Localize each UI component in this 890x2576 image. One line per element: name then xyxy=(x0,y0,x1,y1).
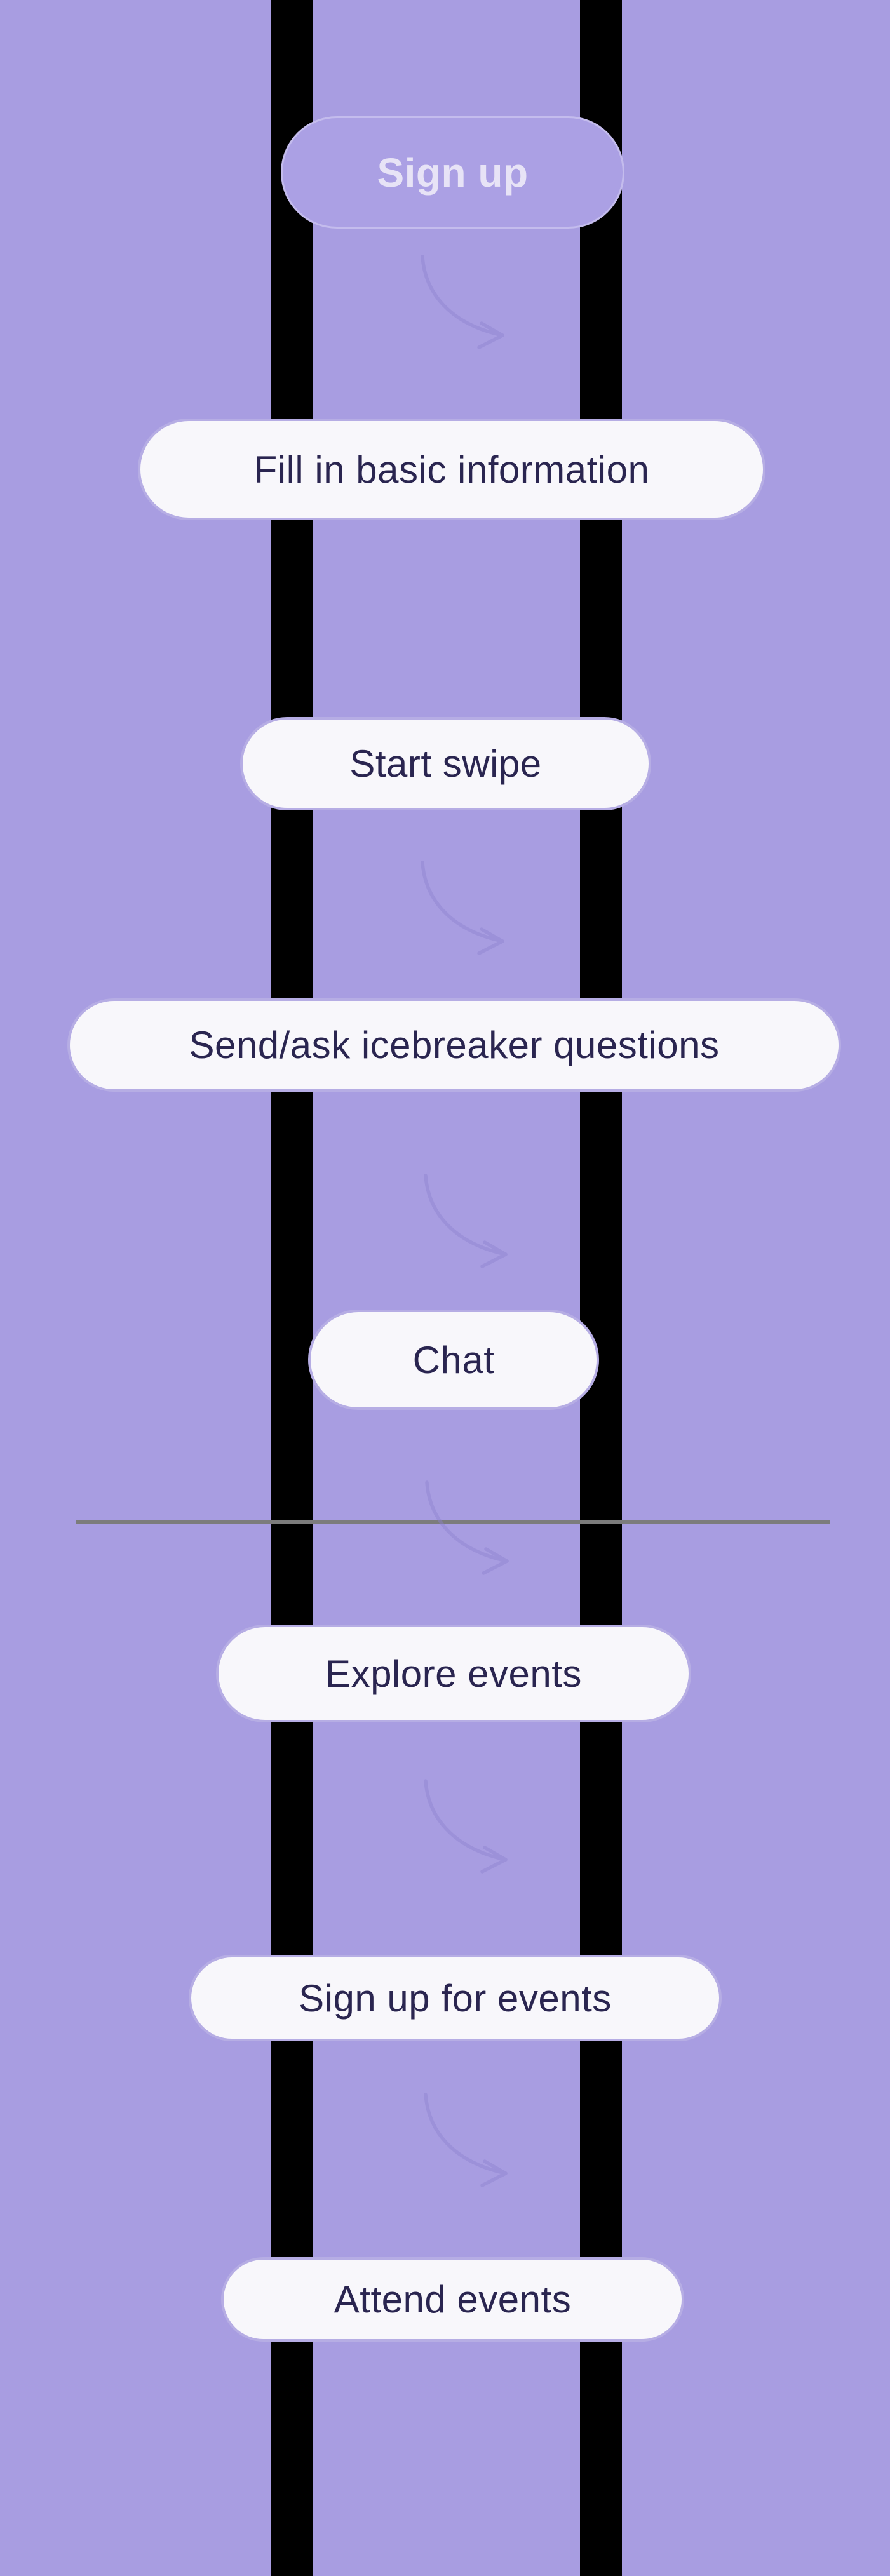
flow-node-label: Sign up for events xyxy=(299,1976,612,2020)
flow-node-explore-events[interactable]: Explore events xyxy=(216,1625,691,1722)
flow-node-sign-up[interactable]: Sign up xyxy=(281,116,624,229)
flow-node-label: Fill in basic information xyxy=(253,448,650,491)
flow-node-start-swipe[interactable]: Start swipe xyxy=(240,717,651,810)
flow-node-chat[interactable]: Chat xyxy=(308,1310,599,1410)
flow-node-attend-events[interactable]: Attend events xyxy=(221,2257,684,2342)
flow-node-sign-up-for-events[interactable]: Sign up for events xyxy=(189,1955,722,2041)
flow-node-label: Explore events xyxy=(325,1652,582,1695)
section-divider xyxy=(76,1520,830,1524)
curved-arrow-sign-up-to-fill-in-basic-information xyxy=(421,255,504,349)
curved-arrow-start-swipe-to-send-ask-icebreaker-questions xyxy=(421,861,504,955)
flow-node-label: Send/ask icebreaker questions xyxy=(189,1024,720,1066)
flow-node-fill-in-basic-information[interactable]: Fill in basic information xyxy=(138,419,765,520)
curved-arrow-sign-up-for-events-to-attend-events xyxy=(424,2093,508,2187)
curved-arrow-explore-events-to-sign-up-for-events xyxy=(424,1779,508,1874)
curved-arrow-send-ask-icebreaker-questions-to-chat xyxy=(424,1174,508,1268)
flow-node-label: Chat xyxy=(412,1338,495,1381)
curved-arrow-chat-to-explore-events xyxy=(425,1480,509,1575)
flow-node-label: Start swipe xyxy=(349,742,542,785)
timeline-rail-right xyxy=(580,0,622,2576)
flow-node-send-ask-icebreaker-questions[interactable]: Send/ask icebreaker questions xyxy=(67,998,841,1092)
flow-node-label: Attend events xyxy=(334,2278,572,2321)
timeline-rail-left xyxy=(271,0,313,2576)
flow-node-label: Sign up xyxy=(377,149,529,196)
